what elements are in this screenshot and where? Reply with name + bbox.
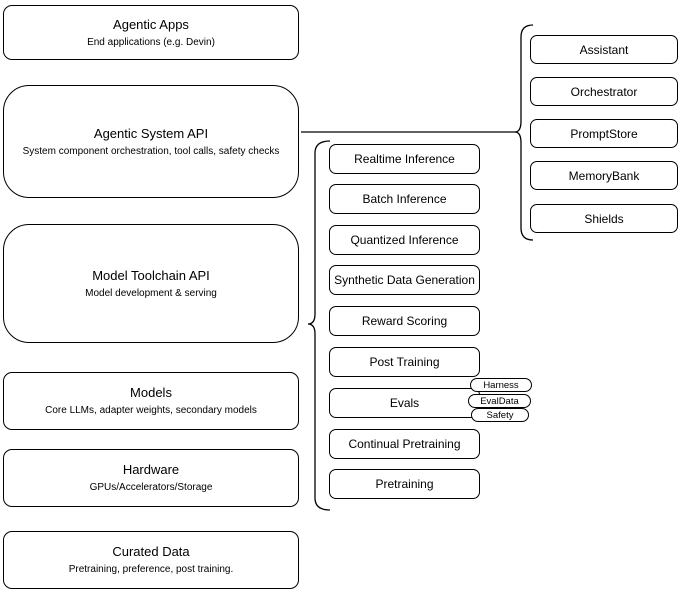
evals-tag-evaldata: EvalData: [468, 394, 531, 408]
node-models: Models Core LLMs, adapter weights, secon…: [3, 372, 299, 430]
node-synthetic-data-generation: Synthetic Data Generation: [329, 265, 480, 295]
node-label: Orchestrator: [570, 84, 638, 99]
node-assistant: Assistant: [530, 35, 678, 64]
node-subtitle: Pretraining, preference, post training.: [68, 564, 234, 575]
node-continual-pretraining: Continual Pretraining: [329, 429, 480, 459]
node-post-training: Post Training: [329, 347, 480, 377]
node-pretraining: Pretraining: [329, 469, 480, 499]
node-memorybank: MemoryBank: [530, 161, 678, 190]
node-title: Agentic System API: [93, 125, 209, 141]
node-batch-inference: Batch Inference: [329, 184, 480, 214]
node-curated-data: Curated Data Pretraining, preference, po…: [3, 531, 299, 589]
node-hardware: Hardware GPUs/Accelerators/Storage: [3, 449, 299, 507]
node-label: MemoryBank: [568, 168, 640, 183]
node-subtitle: Core LLMs, adapter weights, secondary mo…: [45, 405, 257, 416]
node-subtitle: System component orchestration, tool cal…: [22, 145, 280, 157]
node-realtime-inference: Realtime Inference: [329, 144, 480, 174]
node-evals: Evals: [329, 388, 480, 418]
node-label: Realtime Inference: [354, 152, 455, 166]
toolchain-stack-brace: [307, 140, 331, 511]
node-label: Batch Inference: [362, 192, 447, 206]
node-quantized-inference: Quantized Inference: [329, 225, 480, 255]
system-stack-brace: [514, 24, 534, 241]
node-title: Model Toolchain API: [92, 267, 210, 283]
node-label: Synthetic Data Generation: [334, 273, 475, 287]
node-label: Continual Pretraining: [348, 437, 461, 451]
tag-label: Safety: [486, 409, 514, 421]
node-subtitle: Model development & serving: [85, 287, 217, 299]
evals-tag-harness: Harness: [470, 378, 532, 392]
node-label: Reward Scoring: [361, 314, 448, 328]
node-title: Hardware: [122, 462, 180, 477]
node-subtitle: GPUs/Accelerators/Storage: [89, 482, 213, 493]
node-subtitle: End applications (e.g. Devin): [87, 36, 215, 48]
node-label: Evals: [389, 396, 420, 410]
node-label: PromptStore: [570, 126, 638, 141]
node-agentic-system-api: Agentic System API System component orch…: [3, 85, 299, 198]
node-label: Post Training: [369, 355, 440, 369]
node-title: Curated Data: [112, 544, 190, 559]
node-title: Models: [130, 385, 172, 400]
node-label: Assistant: [579, 42, 629, 57]
node-title: Agentic Apps: [113, 16, 189, 32]
node-label: Pretraining: [375, 477, 434, 491]
tag-label: EvalData: [480, 395, 519, 407]
node-reward-scoring: Reward Scoring: [329, 306, 480, 336]
node-agentic-apps: Agentic Apps End applications (e.g. Devi…: [3, 5, 299, 60]
node-label: Quantized Inference: [350, 233, 459, 247]
node-model-toolchain-api: Model Toolchain API Model development & …: [3, 224, 299, 343]
node-label: Shields: [584, 211, 624, 226]
node-orchestrator: Orchestrator: [530, 77, 678, 106]
node-shields: Shields: [530, 204, 678, 233]
tag-label: Harness: [483, 379, 519, 391]
node-promptstore: PromptStore: [530, 119, 678, 148]
evals-tag-safety: Safety: [471, 408, 529, 422]
